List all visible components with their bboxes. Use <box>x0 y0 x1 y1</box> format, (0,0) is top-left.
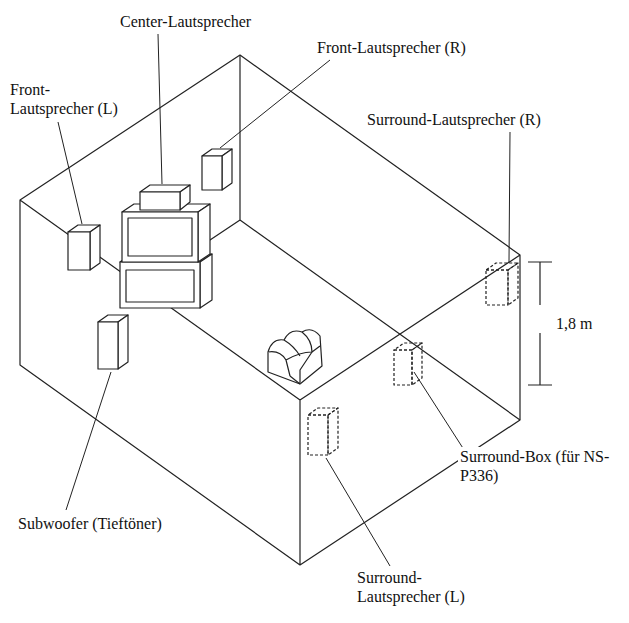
speaker-label: Front- Lautsprecher (L) <box>8 80 137 118</box>
surround-right-speaker <box>486 263 518 305</box>
speaker-label: Surround-Lautsprecher (R) <box>365 110 543 129</box>
dimension-label: 1,8 m <box>554 314 594 333</box>
speaker-label: Subwoofer (Tieftöner) <box>16 514 164 533</box>
surround-left-speaker <box>308 408 338 455</box>
center-speaker <box>140 185 190 210</box>
tv-set <box>120 204 212 308</box>
dimension-bracket <box>528 262 552 385</box>
speaker-label: Surround-Box (für NS-P336) <box>458 447 612 485</box>
speaker-label: Surround- Lautsprecher (L) <box>355 568 484 606</box>
subwoofer <box>98 315 128 369</box>
speaker-label: Center-Lautsprecher <box>118 12 253 31</box>
armchair <box>268 330 322 384</box>
front-right-speaker <box>202 149 232 190</box>
speaker-label: Front-Lautsprecher (R) <box>315 38 468 57</box>
room-outline <box>20 55 520 565</box>
front-left-speaker <box>68 225 100 270</box>
